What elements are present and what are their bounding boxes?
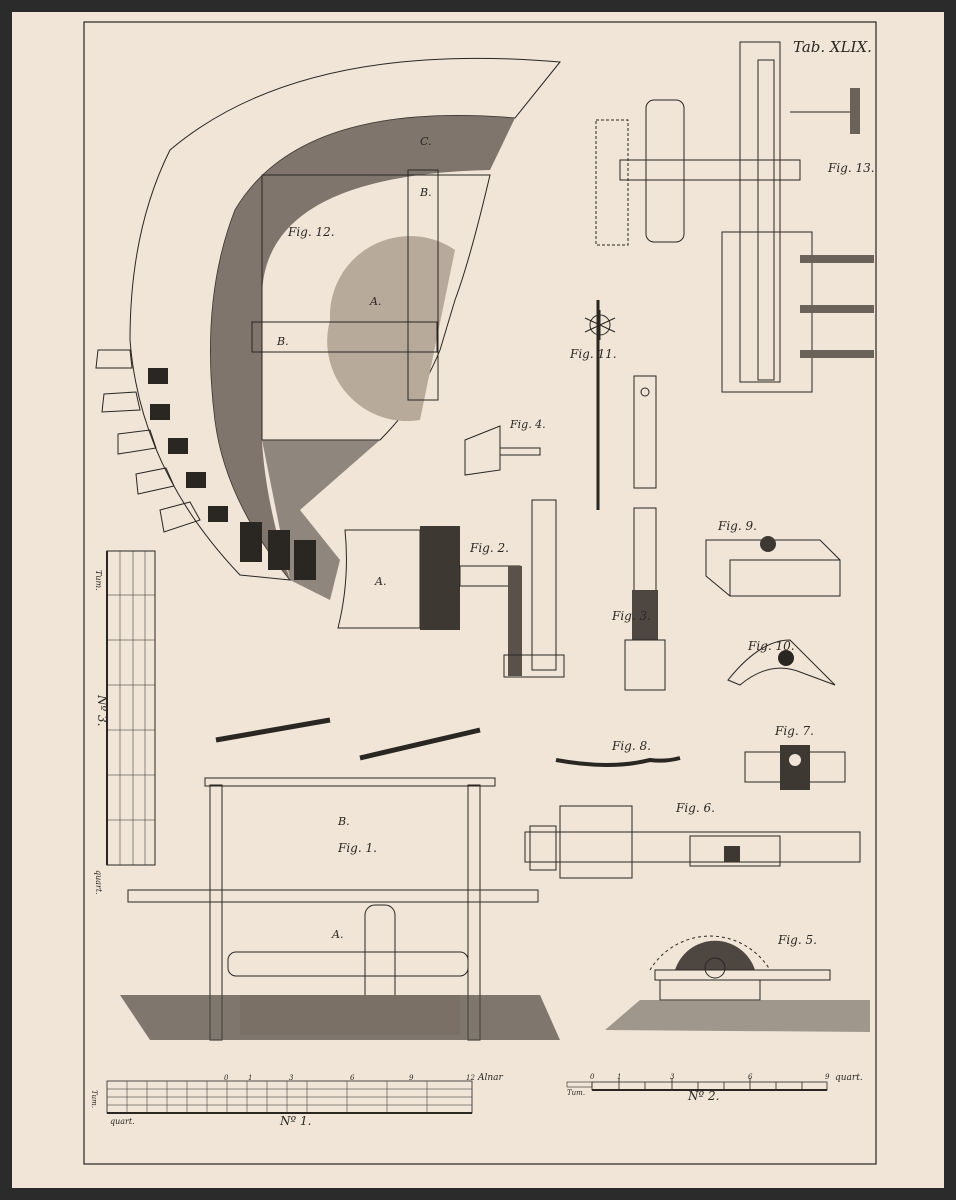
scale-no-1-tick-1: 1 bbox=[248, 1074, 252, 1082]
fig-10-bracket: Fig. 10. bbox=[727, 639, 836, 686]
scale-no-1-label: Nº 1. bbox=[279, 1114, 311, 1128]
fig-11-label: Fig. 11. bbox=[569, 347, 617, 361]
scale-no-1-unit: Alnar bbox=[477, 1073, 504, 1083]
fig-1-mill-frame: Fig. 1. B. A. bbox=[120, 717, 560, 1041]
fig-8-label: Fig. 8. bbox=[611, 739, 651, 753]
fig-6-shaft-assembly: Fig. 6. bbox=[524, 801, 861, 879]
fig-12-letter-c: C. bbox=[420, 135, 432, 148]
fig-1-letter-b: B. bbox=[337, 815, 350, 828]
fig-2-shaft: A. Fig. 2. bbox=[337, 499, 565, 678]
scale-no-1: 0 1 3 6 9 12 Alnar quart. Tum. Nº 1. bbox=[90, 1073, 504, 1128]
fig-12-letter-a: A. bbox=[369, 295, 381, 308]
fig-4-label: Fig. 4. bbox=[509, 418, 546, 431]
scale-no-3: Nº 3. Tum. quart. bbox=[94, 550, 156, 895]
fig-1-label: Fig. 1. bbox=[337, 841, 377, 855]
scale-no-1-tum: Tum. bbox=[90, 1090, 98, 1108]
scale-no-1-tick-3: 3 bbox=[289, 1074, 294, 1082]
fig-7-label: Fig. 7. bbox=[774, 724, 814, 738]
scale-no-2-unit: quart. bbox=[835, 1073, 863, 1083]
scale-no-3-quart: quart. bbox=[94, 870, 103, 895]
scale-no-1-tick-12: 12 bbox=[466, 1074, 475, 1082]
fig-2-label: Fig. 2. bbox=[469, 541, 509, 555]
scale-no-2-tick-3: 3 bbox=[670, 1073, 675, 1081]
fig-10-label: Fig. 10. bbox=[747, 639, 795, 653]
fig-3-label: Fig. 3. bbox=[611, 609, 651, 623]
scale-no-2-tum: Tum. bbox=[567, 1089, 585, 1097]
scale-no-3-label: Nº 3. bbox=[95, 694, 109, 726]
scale-no-1-tick-9: 9 bbox=[409, 1074, 414, 1082]
scale-no-2-label: Nº 2. bbox=[687, 1089, 719, 1103]
fig-5-label: Fig. 5. bbox=[777, 933, 817, 947]
fig-6-label: Fig. 6. bbox=[675, 801, 715, 815]
fig-5-gear-frame: Fig. 5. bbox=[605, 933, 870, 1032]
fig-8-lever: Fig. 8. bbox=[555, 739, 681, 767]
fig-12-label: Fig. 12. bbox=[287, 225, 335, 239]
scale-no-1-tick-6: 6 bbox=[350, 1074, 355, 1082]
scale-no-1-quart: quart. bbox=[110, 1117, 135, 1126]
fig-7-coupling: Fig. 7. bbox=[744, 724, 846, 790]
scale-no-3-tum: Tum. bbox=[94, 570, 103, 591]
fig-9-label: Fig. 9. bbox=[717, 519, 757, 533]
scale-no-2-tick-1: 1 bbox=[617, 1073, 621, 1081]
fig-12-letter-b: B. bbox=[276, 335, 289, 348]
fig-2-letter-a: A. bbox=[374, 575, 386, 588]
paper bbox=[12, 12, 944, 1188]
fig-9-block: Fig. 9. bbox=[705, 519, 841, 597]
fig-12-wheel-section: Fig. 12. A. B. B. C. bbox=[95, 57, 561, 600]
fig-12-letter-b-2: B. bbox=[419, 186, 432, 199]
scale-no-2-tick-9: 9 bbox=[825, 1073, 830, 1081]
plate-border bbox=[83, 21, 877, 1165]
scale-no-2-tick-6: 6 bbox=[748, 1073, 753, 1081]
scale-no-1-tick-0: 0 bbox=[224, 1074, 229, 1082]
fig-3-rod: Fig. 3. bbox=[611, 375, 666, 691]
fig-13-gear-train: Fig. 13. bbox=[595, 41, 875, 393]
fig-1-letter-a: A. bbox=[331, 928, 343, 941]
scale-no-2: 0 1 3 6 9 quart. Tum. Nº 2. bbox=[566, 1073, 863, 1103]
plate-title: Tab. XLIX. bbox=[793, 38, 872, 56]
scale-no-2-tick-0: 0 bbox=[590, 1073, 595, 1081]
fig-4-clamp: Fig. 4. bbox=[464, 418, 546, 476]
fig-13-label: Fig. 13. bbox=[827, 161, 875, 175]
fig-11-star-key: Fig. 11. bbox=[569, 300, 617, 510]
